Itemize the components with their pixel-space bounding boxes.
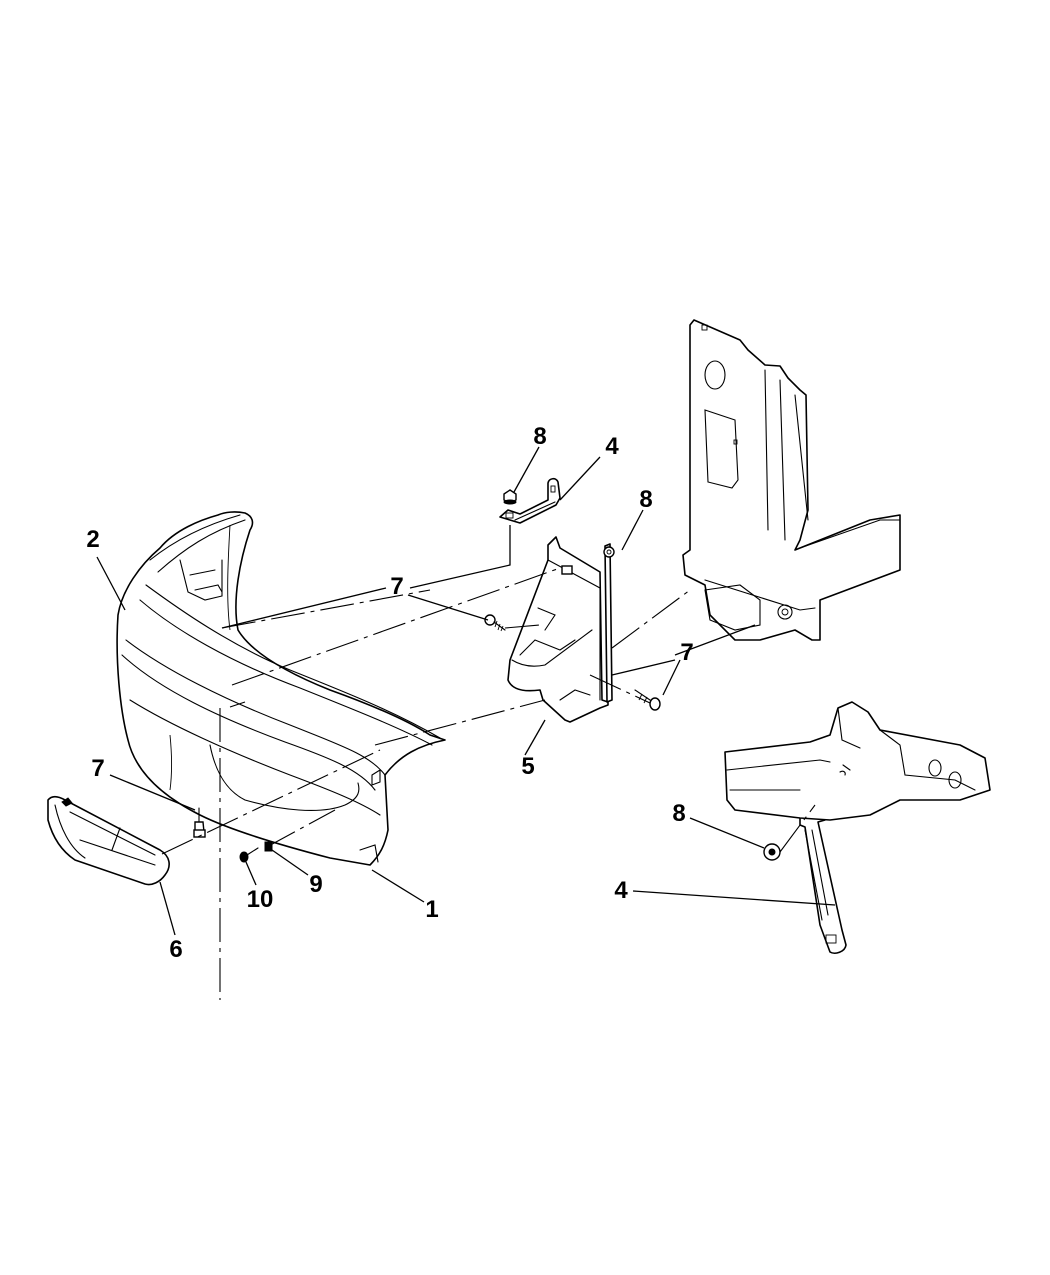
callout-8-nut-upper: 8 — [533, 423, 547, 450]
bumper-fascia — [116, 511, 446, 866]
callout-7-bolt-left: 7 — [91, 755, 105, 782]
screw-icon — [239, 847, 259, 863]
bolt-icon — [634, 689, 661, 711]
callout-6-grille-insert: 6 — [169, 936, 183, 963]
callout-7-bolt-right: 7 — [680, 639, 694, 666]
radiator-support — [682, 319, 901, 641]
callout-8-nut-lower: 8 — [672, 800, 686, 827]
grille-insert — [47, 795, 170, 886]
bolt-icon — [193, 807, 206, 838]
nut-icon — [503, 489, 517, 505]
callout-4-bracket-lower: 4 — [614, 877, 628, 904]
callout-10-screw: 10 — [246, 886, 274, 913]
callout-2-fascia: 2 — [86, 526, 100, 553]
bolt-icon — [484, 614, 506, 632]
callout-7-bolt-center: 7 — [390, 573, 404, 600]
callout-8-nut-rod: 8 — [639, 486, 653, 513]
support-bracket — [507, 536, 613, 723]
callout-4-bracket-upper: 4 — [605, 433, 619, 460]
callout-9-clip: 9 — [309, 871, 323, 898]
nut-icon — [763, 843, 781, 861]
callout-1-fascia-lower: 1 — [425, 896, 439, 923]
nut-icon — [603, 546, 615, 558]
callout-5-support-bracket: 5 — [521, 753, 535, 780]
frame-horn — [724, 701, 991, 821]
assembly-lines — [161, 567, 816, 1000]
bracket-upper — [499, 477, 561, 524]
leader-lines — [96, 446, 836, 936]
